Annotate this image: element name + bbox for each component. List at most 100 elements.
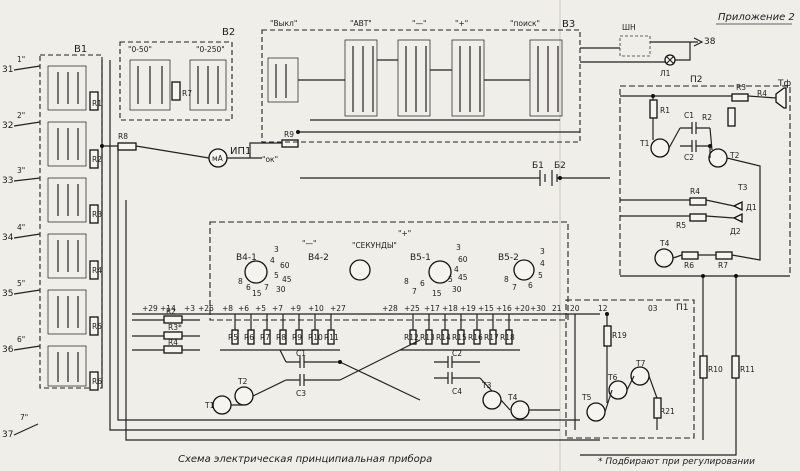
dial-b41 (244, 260, 268, 284)
shn-label: ШН (622, 23, 636, 32)
strip-27: +27 (330, 304, 346, 313)
strip-20b: 20 (570, 304, 580, 313)
bank-r16: R16 (468, 333, 483, 342)
l1-label: Л1 (660, 69, 671, 78)
b51-mark-8: 8 (404, 277, 409, 286)
amp-r3-label: R3 (736, 83, 746, 92)
strip-7: +7 (272, 304, 283, 313)
strip-14: +14 (160, 304, 176, 313)
b52-mark-8: 8 (504, 275, 509, 284)
strip-28: +28 (382, 304, 398, 313)
r19-label: R19 (612, 331, 627, 340)
b52-mark-3: 3 (540, 247, 545, 256)
input-label-3: 3" (17, 166, 25, 175)
strip-6: +6 (238, 304, 249, 313)
r2-label: R2 (92, 155, 102, 164)
output-section: ШН Л1 38 (580, 23, 716, 78)
r1-label: R1 (92, 99, 102, 108)
amp-r6-label: R6 (684, 261, 694, 270)
r8-label: R8 (118, 132, 128, 141)
b41-mark-7: 7 (264, 283, 269, 292)
low-t2-label: T2 (237, 377, 248, 386)
strip-3: +3 (184, 304, 195, 313)
strip-10: +10 (308, 304, 324, 313)
dial-b51 (428, 260, 452, 284)
batteries: Б1 Б2 (300, 161, 610, 186)
battery-b2-label: Б2 (554, 161, 566, 171)
pos-vykl-label: "Выкл" (270, 19, 297, 28)
r6-label: R6 (92, 377, 102, 386)
div-r3-label: R3* (168, 323, 182, 332)
bank-r10: R10 (308, 333, 323, 342)
b41-mark-6: 6 (246, 283, 251, 292)
input-label-2: 2" (17, 111, 25, 120)
amp-r7-label: R7 (718, 261, 728, 270)
switch-b3: В3 "Выкл" "АВТ" "—" "+" "поиск" (261, 19, 581, 143)
amp-t4-label: T4 (659, 239, 670, 248)
strip-29: +29 (142, 304, 158, 313)
b51-mark-5: 5 (448, 275, 453, 284)
terminal-33: 33 (2, 176, 13, 186)
bank-r17: R17 (484, 333, 499, 342)
terminal-36: 36 (2, 345, 14, 355)
switch-b2: В2 "0-50" "0-250" R7 (119, 27, 235, 121)
strip-21: 21 (552, 304, 562, 313)
input-label-4: 4" (17, 223, 25, 232)
amp-t1-label: T1 (639, 139, 650, 148)
b52-mark-7: 7 (512, 283, 517, 292)
bank-r8: R8 (276, 333, 286, 342)
bank-r18: R18 (500, 333, 515, 342)
p1-t7-label: T7 (635, 359, 646, 368)
b51-mark-30: 30 (452, 285, 462, 294)
low-t1-label: T1 (204, 401, 215, 410)
range-0-250-label: "0-250" (196, 45, 225, 54)
r10-label: R10 (708, 365, 723, 374)
diagram-caption: Схема электрическая принципиальная прибо… (178, 453, 432, 465)
sekundy-label: "СЕКУНДЫ" (352, 241, 397, 250)
amp-c2-label: C2 (684, 153, 694, 162)
terminal-strip: +29 +14 +3 +26 +8 +6 +5 +7 +9 +10 +27 +2… (132, 304, 658, 315)
resistor-bank-left: R5 R6 R7 R8 R9 R10 R11 (220, 314, 340, 351)
junction-dots (100, 94, 738, 364)
amp-r5-label: R5 (676, 221, 686, 230)
section-p1: П1 R19 T5 T6 T7 R21 R10 R11 (565, 276, 755, 456)
b52-mark-4: 4 (540, 259, 545, 268)
div-r4-label: R4 (168, 338, 178, 347)
strip-30: +30 (530, 304, 546, 313)
strip-03: 03 (648, 304, 658, 313)
amp-r4-label: R4 (757, 89, 767, 98)
timer-section: В4-1 В4-2 "СЕКУНДЫ" В5-1 В5-2 "—" "+" 3 … (209, 221, 569, 321)
bank-r15: R15 (452, 333, 467, 342)
div-r2-label: R2 (166, 307, 176, 316)
pos-minus-label: "—" (412, 19, 426, 28)
amplifier-p2: П2 Тф R3 R4 R1 R2 C1 C2 T1 T2 T3 R4 R5 Д… (619, 75, 791, 277)
switch-b2-label: В2 (222, 27, 235, 38)
dial-b52 (513, 259, 535, 281)
range-0-50-label: "0-50" (128, 45, 152, 54)
b51-mark-15: 15 (432, 289, 442, 298)
bank-r9: R9 (292, 333, 302, 342)
low-t4-label: T4 (507, 393, 518, 402)
timer-c3-label: C3 (296, 389, 306, 398)
p2-label: П2 (690, 75, 703, 85)
meter-ip1-label: ИП1 (230, 146, 251, 157)
input-label-5: 5" (17, 279, 25, 288)
p1-t6-label: T6 (607, 373, 618, 382)
terminal-31: 31 (2, 65, 13, 75)
b41-mark-30: 30 (276, 285, 286, 294)
r4-label: R4 (92, 266, 102, 275)
timer-c2-label: C2 (452, 349, 462, 358)
b41-mark-8: 8 (238, 277, 243, 286)
switch-b51-label: В5-1 (410, 253, 431, 263)
ok-label: "ок" (262, 155, 278, 164)
terminal-34: 34 (2, 233, 14, 243)
meter-unit: мА (212, 154, 224, 163)
strip-9: +9 (290, 304, 301, 313)
timer-c1-label: C1 (296, 349, 306, 358)
switch-b1-label: В1 (74, 44, 87, 55)
pos-poisk-label: "поиск" (510, 19, 540, 28)
amp-r2-label: R2 (702, 113, 712, 122)
p1-t5-label: T5 (581, 393, 592, 402)
terminal-35: 35 (2, 289, 13, 299)
